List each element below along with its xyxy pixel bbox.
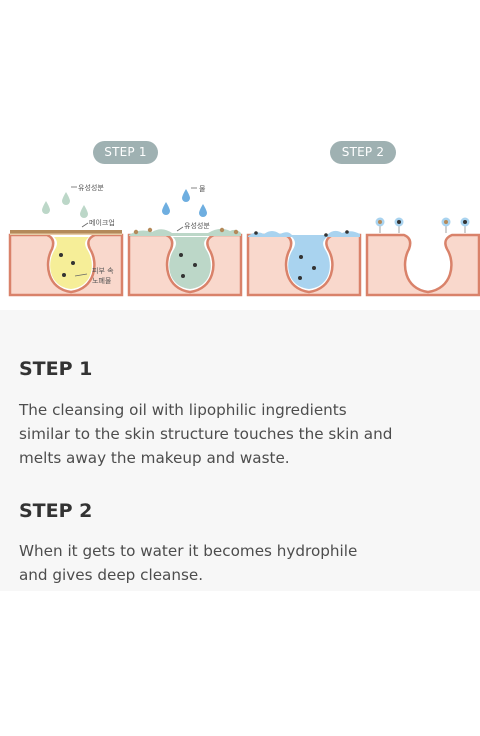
panel-2-water-meets-oil: 물 유성성분 — [127, 185, 243, 297]
label-oil-2: 유성성분 — [184, 221, 210, 230]
oil-drop-icon — [42, 201, 50, 214]
oil-drop-icon — [62, 192, 70, 205]
step-1-description: The cleansing oil with lipophilic ingred… — [19, 398, 469, 470]
panel-4-clean-pore — [365, 217, 480, 297]
description-panel: STEP 1 The cleansing oil with lipophilic… — [0, 310, 480, 591]
water-film-3 — [248, 230, 360, 237]
label-waste-2: 노폐물 — [92, 276, 112, 285]
oil-drop-icon — [80, 205, 88, 218]
micelle-icon — [460, 217, 470, 233]
skin-2 — [127, 233, 243, 297]
label-makeup: 메이크업 — [89, 218, 115, 227]
pore-oil-green-2 — [169, 237, 211, 289]
oil-film-2 — [129, 228, 241, 236]
step-2-line: When it gets to water it becomes hydroph… — [19, 542, 358, 560]
water-drop-icon — [162, 202, 170, 215]
label-oil: 유성성분 — [78, 183, 104, 192]
makeup-layer-1 — [10, 230, 122, 234]
step-1-line: similar to the skin structure touches th… — [19, 425, 393, 443]
skin-4 — [365, 233, 480, 297]
step-2-description: When it gets to water it becomes hydroph… — [19, 539, 469, 587]
step-2-line: and gives deep cleanse. — [19, 566, 204, 584]
panel-1-oil-contact: 유성성분 메이크업 피부 속 노폐물 — [8, 183, 124, 297]
step-2-badge: STEP 2 — [330, 141, 396, 164]
water-drop-icon — [182, 189, 190, 202]
cleansing-process-diagram: 유성성분 메이크업 피부 속 노폐물 물 유성성분 — [8, 183, 480, 297]
clean-pore-4 — [407, 237, 449, 289]
step-1-line: The cleansing oil with lipophilic ingred… — [19, 401, 347, 419]
label-waste-1: 피부 속 — [92, 266, 114, 275]
step-1-heading: STEP 1 — [19, 358, 93, 380]
step-2-heading: STEP 2 — [19, 500, 93, 522]
panel-3-emulsified — [246, 230, 362, 297]
micelle-icon — [394, 217, 404, 233]
micelle-icon — [441, 217, 451, 233]
micelle-icon — [375, 217, 385, 233]
label-water: 물 — [199, 185, 206, 193]
step-1-badge: STEP 1 — [93, 141, 158, 164]
step-1-line: melts away the makeup and waste. — [19, 449, 290, 467]
pore-water-blue-3 — [288, 237, 330, 289]
water-drop-icon — [199, 204, 207, 217]
skin-3 — [246, 233, 362, 297]
skin-1 — [8, 233, 124, 297]
